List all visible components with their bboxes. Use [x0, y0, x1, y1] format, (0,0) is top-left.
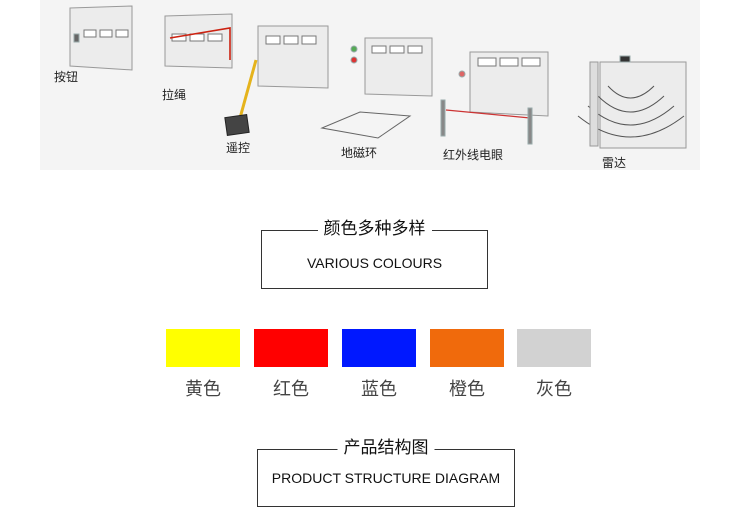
- door-5: [469, 51, 549, 117]
- swatch-label-orange: 橙色: [449, 379, 485, 400]
- radar-sensor: [619, 55, 631, 63]
- caption-pull-cord: 拉绳: [162, 88, 187, 102]
- remote-control: [224, 113, 250, 137]
- structure-title-cn: 产品结构图: [337, 438, 435, 458]
- push-button-box: [73, 33, 80, 43]
- swatch-label-yellow: 黄色: [185, 379, 221, 400]
- caption-infrared-eye: 红外线电眼: [443, 148, 504, 162]
- caption-remote: 遥控: [226, 141, 251, 155]
- caption-radar: 雷达: [602, 156, 627, 170]
- structure-title-en: PRODUCT STRUCTURE DIAGRAM: [271, 470, 501, 486]
- infrared-beam: [445, 109, 531, 119]
- remote-signal: [238, 59, 258, 119]
- door-1: [69, 5, 133, 71]
- door-3: [257, 25, 329, 89]
- colours-title-box: 颜色多种多样 VARIOUS COLOURS: [261, 219, 488, 289]
- colours-title-en: VARIOUS COLOURS: [306, 255, 443, 271]
- swatch-orange: [430, 329, 504, 367]
- colours-title-cn: 颜色多种多样: [317, 219, 432, 239]
- swatch-red: [254, 329, 328, 367]
- door-6: [599, 61, 687, 149]
- caption-button: 按钮: [54, 70, 79, 84]
- door-scenes-drawing: [40, 0, 700, 170]
- pull-cord: [169, 27, 231, 60]
- swatch-gray: [517, 329, 591, 367]
- swatch-label-gray: 灰色: [536, 379, 572, 400]
- structure-title-box: 产品结构图 PRODUCT STRUCTURE DIAGRAM: [257, 438, 515, 507]
- swatch-label-red: 红色: [273, 379, 309, 400]
- swatch-yellow: [166, 329, 240, 367]
- swatch-label-blue: 蓝色: [361, 379, 397, 400]
- swatch-blue: [342, 329, 416, 367]
- magnetic-loop: [320, 111, 412, 139]
- caption-magnetic-loop: 地磁环: [341, 146, 378, 160]
- door-opening-methods-illustration: 按钮 拉绳 遥控 地磁环 红外线电眼 雷达: [0, 0, 740, 178]
